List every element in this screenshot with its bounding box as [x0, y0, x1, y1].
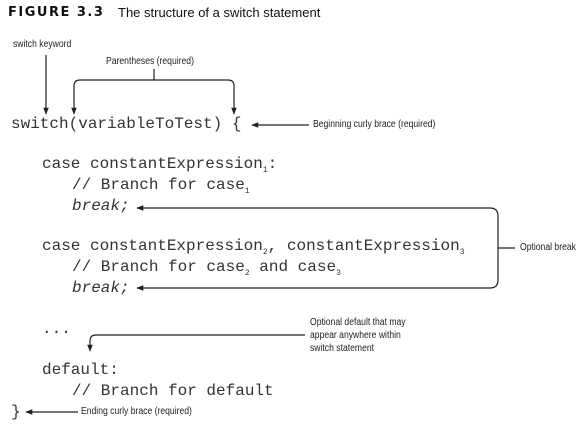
optional-break-bracket-bottom	[136, 248, 499, 291]
ending-brace-label: Ending curly brace (required)	[81, 406, 192, 417]
default-label: default:	[42, 361, 119, 379]
beginning-brace-label: Beginning curly brace (required)	[313, 119, 436, 130]
subscript: 2	[244, 269, 250, 278]
switch-parameter: (variableToTest)	[68, 115, 223, 133]
optional-default-arrow	[87, 334, 305, 352]
optional-break-bracket-top	[136, 205, 499, 248]
subscript: 2	[262, 248, 268, 257]
optional-default-line: switch statement	[310, 343, 375, 354]
comment-line-3: // Branch for default	[72, 382, 274, 400]
closing-brace: }	[11, 403, 21, 421]
optional-default-line: Optional default that may	[310, 317, 406, 328]
switch-keyword-label: switch keyword	[13, 39, 72, 50]
figure-label: FIGURE 3.3	[8, 5, 105, 20]
optional-default-line: appear anywhere within	[310, 330, 401, 341]
subscript: 1	[262, 166, 268, 175]
ellipsis: ...	[42, 320, 71, 338]
constant-expression: constantExpression	[90, 155, 263, 173]
comment-text: and case	[259, 258, 337, 276]
parentheses-bracket	[71, 79, 237, 115]
comma: ,	[267, 237, 278, 255]
comment-line-2: // Branch for case2 and case3	[72, 258, 341, 278]
comment-text: // Branch for case	[72, 258, 245, 276]
case-line-1: case constantExpression1:	[42, 155, 278, 175]
comment-line-1: // Branch for case1	[72, 176, 250, 196]
subscript: 3	[336, 269, 341, 278]
case-line-2: case constantExpression2, constantExpres…	[42, 237, 465, 257]
opening-brace: {	[231, 115, 242, 133]
constant-expression: constantExpression	[286, 237, 460, 255]
comment-text: // Branch for case	[72, 176, 245, 194]
case-keyword: case	[42, 237, 81, 255]
case-keyword: case	[42, 155, 81, 173]
switch-keyword: switch	[11, 115, 69, 133]
parentheses-label: Parentheses (required)	[106, 56, 194, 67]
subscript: 1	[244, 187, 250, 196]
colon: :	[267, 155, 278, 173]
constant-expression: constantExpression	[90, 237, 263, 255]
subscript: 3	[459, 248, 465, 257]
break-statement-2: break;	[72, 279, 130, 297]
figure-title: The structure of a switch statement	[118, 5, 321, 20]
switch-line: switch(variableToTest) {	[11, 115, 241, 133]
optional-break-label: Optional break	[520, 242, 576, 253]
optional-default-label: Optional default that may appear anywher…	[310, 316, 406, 355]
break-statement-1: break;	[72, 197, 130, 215]
